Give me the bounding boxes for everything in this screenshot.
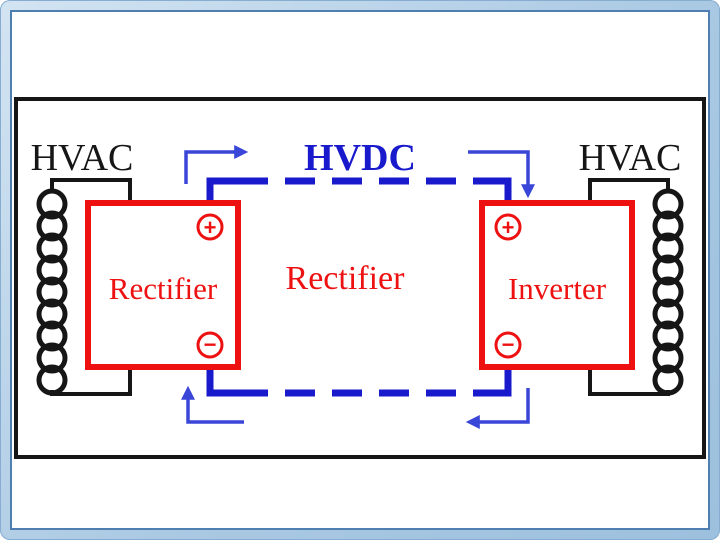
coil-loop bbox=[652, 342, 684, 374]
plus-glyph: + bbox=[502, 215, 515, 240]
center-converter-label: Rectifier bbox=[286, 260, 406, 297]
diagram-border bbox=[14, 97, 706, 459]
hvdc-label: HVDC bbox=[304, 137, 416, 179]
coil-loop bbox=[652, 298, 684, 330]
plus-terminal-icon: + bbox=[196, 213, 224, 241]
hvac-label-right: HVAC bbox=[579, 137, 682, 179]
coil-loop bbox=[36, 232, 68, 264]
dc-line-top-left-corner bbox=[206, 177, 238, 208]
rectifier-label: Rectifier bbox=[109, 271, 218, 306]
coil-loop bbox=[36, 342, 68, 374]
coil-loop bbox=[652, 232, 684, 264]
coil-loop bbox=[652, 364, 684, 396]
terminal-circle bbox=[196, 213, 224, 241]
dc-line-bottom-left-corner bbox=[206, 362, 238, 397]
coil-loop bbox=[36, 254, 68, 286]
transformer-coil-right bbox=[652, 188, 684, 396]
coil-loop bbox=[652, 188, 684, 220]
coil-loop bbox=[36, 210, 68, 242]
hvac-label-left: HVAC bbox=[31, 137, 134, 179]
transformer-wire-left-top bbox=[50, 178, 132, 206]
transformer-coil-left bbox=[36, 188, 68, 396]
terminal-circle bbox=[494, 331, 522, 359]
coil-loop bbox=[36, 276, 68, 308]
flow-arrow-bottom-right bbox=[465, 388, 530, 429]
coil-loop bbox=[36, 320, 68, 352]
flow-arrow-bottom-left bbox=[181, 385, 244, 424]
transformer-wire-right-top bbox=[588, 178, 670, 206]
coil-loop bbox=[652, 210, 684, 242]
terminal-circle bbox=[494, 213, 522, 241]
coil-loop bbox=[36, 188, 68, 220]
plus-terminal-icon: + bbox=[494, 213, 522, 241]
flow-arrow-top-right bbox=[468, 150, 535, 199]
coil-loop bbox=[36, 298, 68, 330]
plus-glyph: + bbox=[204, 215, 217, 240]
coil-loop bbox=[652, 320, 684, 352]
flow-arrow-top-left bbox=[184, 145, 249, 184]
dc-line-top-right-corner bbox=[482, 177, 512, 208]
minus-terminal-icon: − bbox=[196, 331, 224, 359]
coil-loop bbox=[652, 254, 684, 286]
minus-glyph: − bbox=[502, 332, 515, 357]
dc-line-bottom-right-corner bbox=[482, 362, 512, 397]
minus-terminal-icon: − bbox=[494, 331, 522, 359]
coil-loop bbox=[652, 276, 684, 308]
terminal-circle bbox=[196, 331, 224, 359]
coil-loop bbox=[36, 364, 68, 396]
inverter-label: Inverter bbox=[508, 271, 607, 306]
minus-glyph: − bbox=[204, 332, 217, 357]
